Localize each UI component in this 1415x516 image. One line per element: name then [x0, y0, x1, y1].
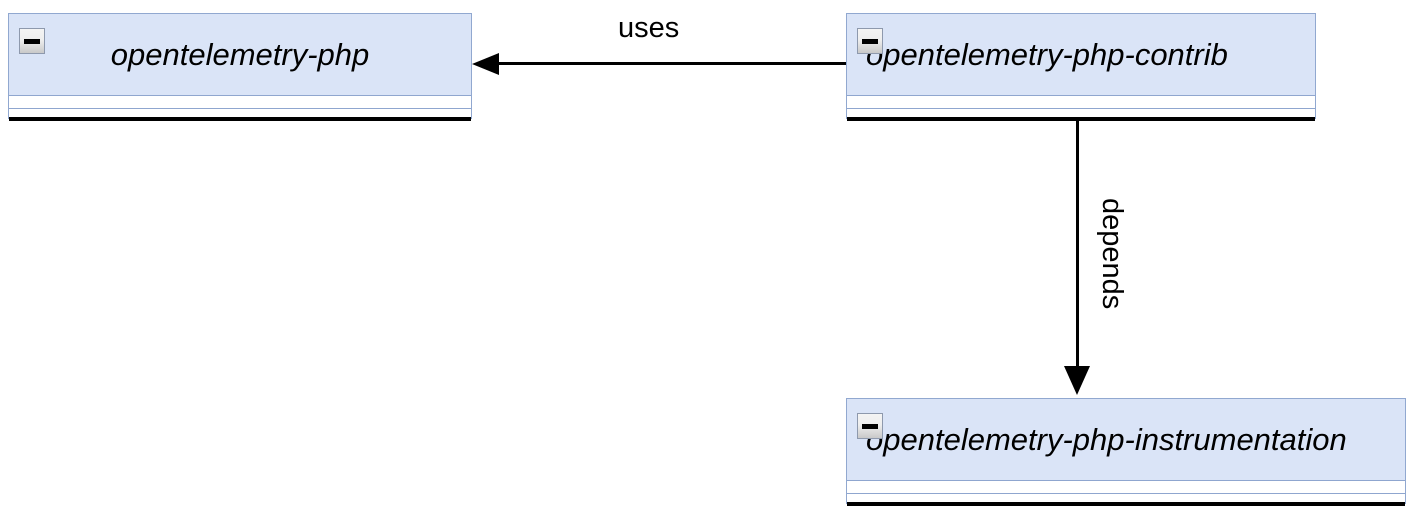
edge-depends-arrowhead	[1064, 366, 1090, 395]
node-compartment-1	[847, 481, 1405, 494]
node-title-bar: opentelemetry-php-contrib	[847, 14, 1315, 96]
node-opentelemetry-php-instrumentation[interactable]: opentelemetry-php-instrumentation	[846, 398, 1406, 516]
node-compartment-1	[9, 96, 471, 109]
edge-uses-line	[495, 62, 846, 65]
node-compartment-2	[847, 506, 1405, 516]
edge-uses-arrowhead	[472, 53, 499, 75]
node-opentelemetry-php-contrib[interactable]: opentelemetry-php-contrib	[846, 13, 1316, 134]
node-compartment-rule	[9, 109, 471, 121]
node-compartment-2	[847, 121, 1315, 134]
node-title-bar: opentelemetry-php-instrumentation	[847, 399, 1405, 481]
node-compartment-rule	[847, 494, 1405, 506]
collapse-minus-icon[interactable]	[857, 413, 883, 439]
edge-depends-label: depends	[1096, 198, 1128, 310]
node-label: opentelemetry-php-contrib	[866, 37, 1228, 72]
collapse-minus-icon[interactable]	[857, 28, 883, 54]
node-title-bar: opentelemetry-php	[9, 14, 471, 96]
node-label: opentelemetry-php	[110, 37, 370, 72]
node-opentelemetry-php[interactable]: opentelemetry-php	[8, 13, 472, 134]
node-compartment-rule	[847, 109, 1315, 121]
edge-uses-label: uses	[618, 12, 680, 44]
node-compartment-2	[9, 121, 471, 134]
edge-depends-line	[1076, 119, 1079, 369]
node-compartment-1	[847, 96, 1315, 109]
node-label: opentelemetry-php-instrumentation	[866, 422, 1347, 457]
collapse-minus-icon[interactable]	[19, 28, 45, 54]
